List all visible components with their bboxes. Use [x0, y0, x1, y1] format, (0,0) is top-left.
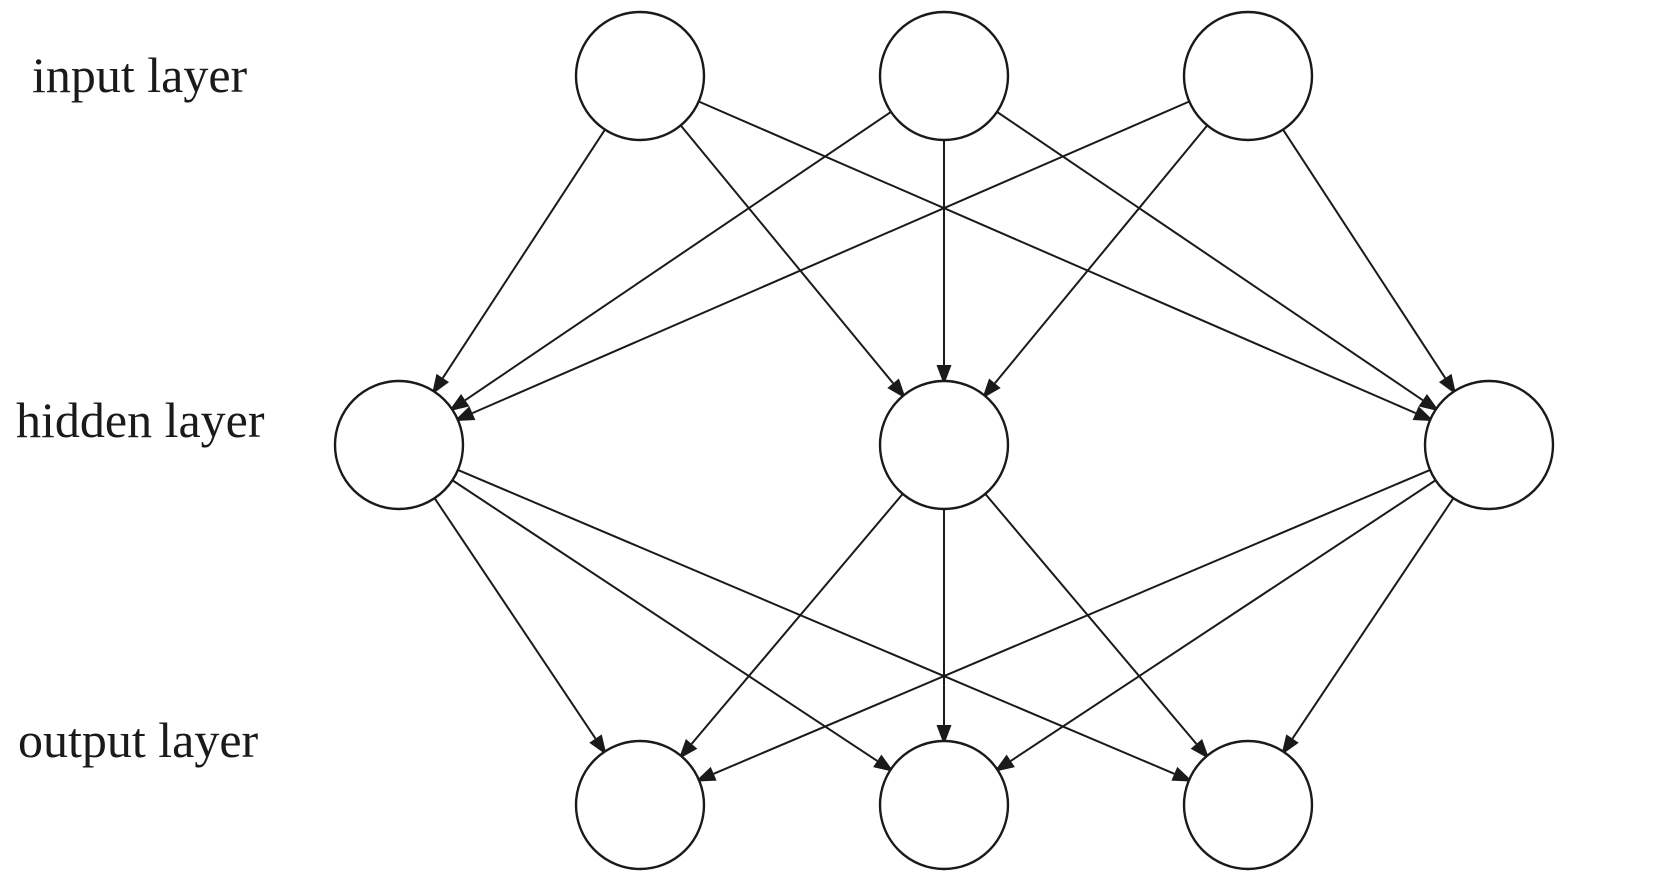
edge-input-3-to-hidden-2-arrowhead [982, 378, 1001, 399]
network-nodes [333, 10, 1555, 871]
output-node-3 [1182, 739, 1314, 871]
edge-input-3-to-hidden-2 [994, 124, 1209, 384]
hidden-layer-label: hidden layer [16, 392, 265, 448]
edge-input-1-to-hidden-2-arrowhead [887, 378, 906, 399]
edge-hidden-3-to-output-3 [1291, 497, 1455, 740]
input-node-2 [878, 10, 1010, 142]
connection-edges [431, 100, 1457, 782]
output-node-1 [574, 739, 706, 871]
edge-hidden-1-to-output-3 [457, 469, 1175, 775]
edge-hidden-3-to-output-2-arrowhead [994, 754, 1015, 772]
edge-input-2-to-hidden-1-arrowhead [448, 393, 470, 412]
edge-hidden-1-to-output-2 [451, 479, 878, 762]
output-node-2 [878, 739, 1010, 871]
edge-hidden-1-to-output-2-arrowhead [873, 754, 894, 772]
edge-input-3-to-hidden-1-arrowhead [454, 406, 476, 422]
edge-input-1-to-hidden-3-arrowhead [1412, 406, 1434, 422]
edge-input-3-to-hidden-1 [471, 100, 1190, 415]
layer-labels: input layer hidden layer output layer [16, 47, 265, 768]
output-layer-label: output layer [18, 712, 259, 768]
input-node-1 [574, 10, 706, 142]
edge-input-2-to-hidden-3 [996, 111, 1424, 401]
edge-input-1-to-hidden-2 [679, 124, 894, 384]
edge-hidden-1-to-output-1-arrowhead [589, 734, 607, 756]
edge-input-1-to-hidden-1 [441, 129, 606, 379]
edge-input-3-to-hidden-3-arrowhead [1438, 373, 1457, 395]
hidden-node-1 [333, 379, 465, 511]
edge-hidden-3-to-output-1 [713, 469, 1431, 775]
edge-hidden-3-to-output-1-arrowhead [695, 766, 717, 782]
edge-hidden-2-to-output-3-arrowhead [1190, 739, 1210, 760]
input-layer-label: input layer [32, 47, 248, 103]
edge-hidden-3-to-output-2 [1010, 479, 1437, 762]
edge-hidden-2-to-output-1 [690, 493, 904, 745]
hidden-node-3 [1423, 379, 1555, 511]
edge-input-3-to-hidden-3 [1282, 129, 1447, 379]
edge-hidden-2-to-output-3 [984, 493, 1198, 745]
edge-hidden-1-to-output-3-arrowhead [1171, 766, 1193, 782]
input-node-3 [1182, 10, 1314, 142]
edge-input-1-to-hidden-1-arrowhead [431, 373, 450, 395]
edge-input-2-to-hidden-1 [464, 111, 892, 401]
edge-hidden-2-to-output-2-arrowhead [936, 725, 952, 745]
edge-input-2-to-hidden-2-arrowhead [936, 365, 952, 385]
edge-hidden-1-to-output-1 [433, 497, 597, 740]
edge-input-2-to-hidden-3-arrowhead [1418, 393, 1440, 412]
edge-input-1-to-hidden-3 [698, 100, 1417, 415]
hidden-node-2 [878, 379, 1010, 511]
edge-hidden-2-to-output-1-arrowhead [678, 739, 698, 760]
edge-hidden-3-to-output-3-arrowhead [1281, 734, 1299, 756]
